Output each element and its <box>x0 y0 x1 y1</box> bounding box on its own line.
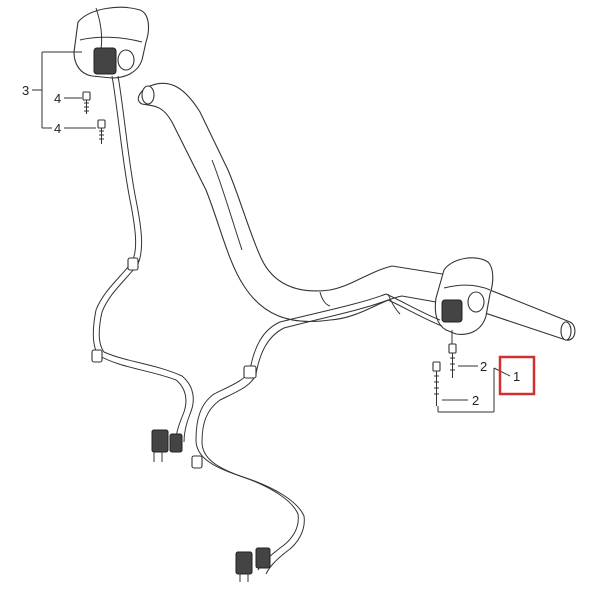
screw-4-lower <box>97 119 106 144</box>
screw-2-short <box>448 343 457 378</box>
callout-2-lower: 2 <box>472 393 479 408</box>
callout-2-upper: 2 <box>480 359 487 374</box>
right-switch-housing <box>434 257 494 335</box>
callout-3: 3 <box>22 83 29 98</box>
leader-lines <box>32 51 511 413</box>
screw-2-long <box>432 361 441 406</box>
handlebar <box>137 82 576 341</box>
callout-1: 1 <box>513 369 520 384</box>
callout-4-upper: 4 <box>54 91 61 106</box>
callout-4-lower: 4 <box>54 121 61 136</box>
highlight-box <box>498 355 536 396</box>
left-switch-housing <box>73 6 150 79</box>
right-wire-harness <box>191 293 443 582</box>
screw-4-upper <box>82 91 91 114</box>
left-wire-harness <box>91 75 194 462</box>
